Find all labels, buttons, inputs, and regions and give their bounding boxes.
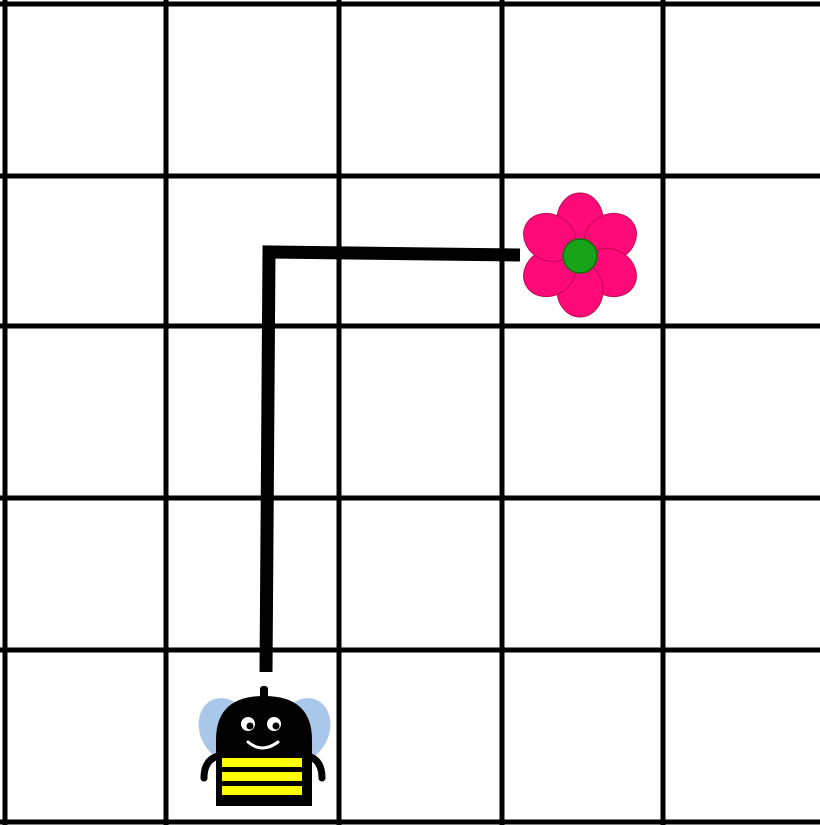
bee-stripe (222, 758, 302, 767)
bee-pupil-left (247, 723, 254, 730)
bee-stripe (222, 772, 302, 781)
bee-stripe (222, 786, 302, 795)
flower-center (563, 239, 597, 273)
bee-pupil-right (273, 723, 280, 730)
